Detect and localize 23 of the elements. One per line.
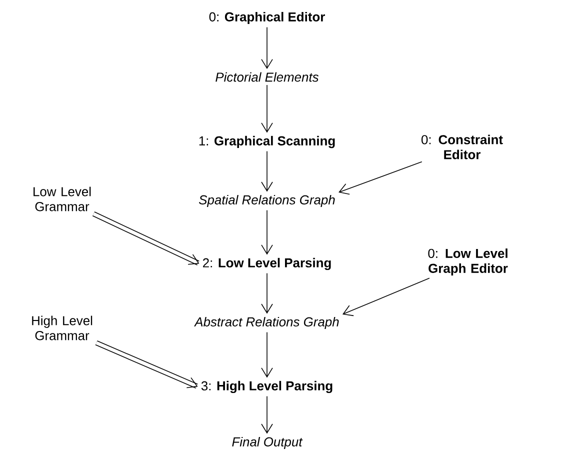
data-label: Pictorial Elements [216, 72, 319, 82]
data-label: Final Output [232, 436, 303, 450]
process-label: 3: High Level Parsing [201, 380, 332, 394]
arrow [342, 278, 430, 316]
arrow [261, 396, 273, 434]
arrow [261, 150, 273, 192]
grammar-label: Low Level Grammar [34, 186, 91, 212]
process-label: 1: Graphical Scanning [199, 136, 335, 148]
arrow [261, 272, 273, 314]
arrow [261, 84, 273, 133]
arrow [261, 332, 273, 378]
data-label: Abstract Relations Graph [194, 316, 339, 330]
arrow [261, 210, 273, 255]
process-label: 2: Low Level Parsing [203, 258, 331, 270]
process-label: 0: Graphical Editor [209, 12, 325, 24]
grammar-label: High Level Grammar [32, 316, 92, 340]
arrow [261, 26, 273, 70]
arrow [338, 161, 422, 195]
arrow [95, 340, 198, 388]
editor-label: 0: Low Level Graph Editor [428, 248, 508, 276]
arrow [92, 212, 200, 266]
editor-label: 0: Constraint Editor [421, 134, 503, 160]
data-label: Spatial Relations Graph [198, 194, 335, 208]
